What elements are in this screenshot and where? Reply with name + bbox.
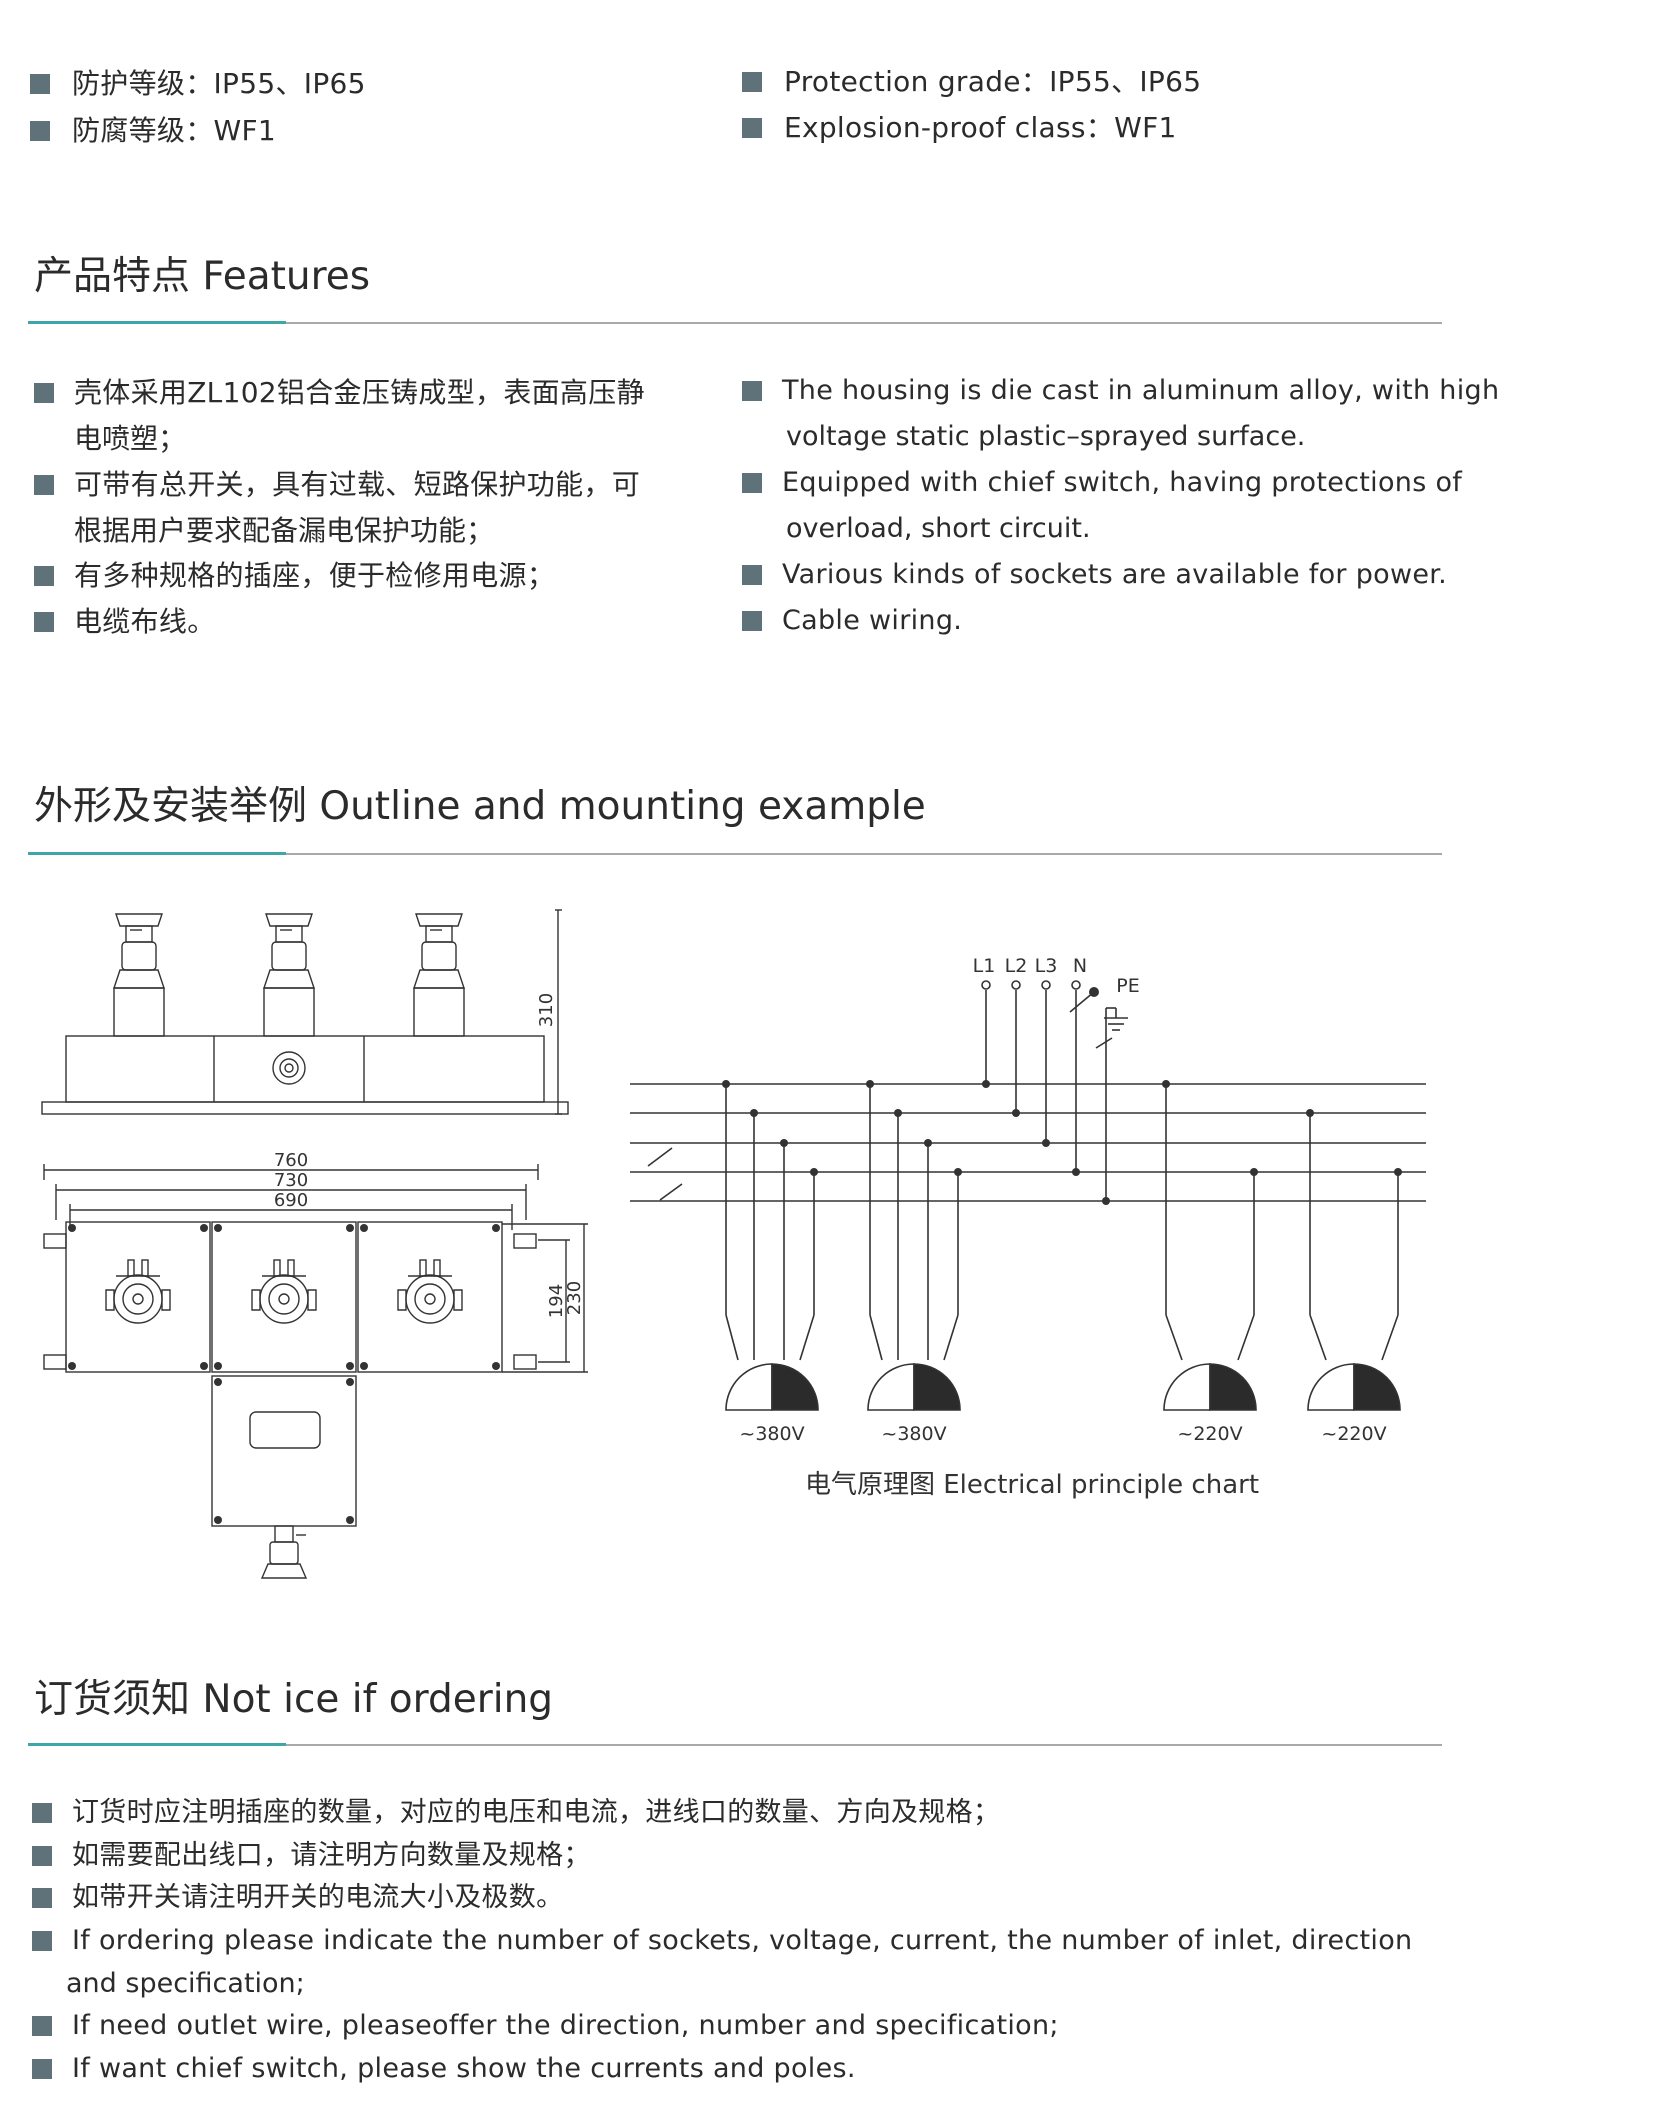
bullet-square-icon [34, 475, 54, 495]
terminal-label-l2: L2 [1005, 955, 1028, 977]
electrical-principle-chart: L1 L2 L3 N PE ~380V ~380V ~220V ~220V 电气… [630, 955, 1426, 1500]
chart-caption: 电气原理图 Electrical principle chart [805, 1470, 1259, 1500]
ordering-item-6: If want chief switch, please show the cu… [72, 2053, 856, 2084]
socket-voltage-4: ~220V [1321, 1423, 1386, 1445]
top-view-drawing: 760 730 690 194 230 [43, 1150, 588, 1579]
section-divider [28, 322, 1442, 324]
socket-top-1 [105, 1259, 171, 1324]
socket-symbol-3 [1163, 1363, 1257, 1411]
bullet-square-icon [32, 2016, 52, 2036]
socket-voltage-1: ~380V [739, 1423, 804, 1445]
spec-explosion-en: Explosion-proof class：WF1 [784, 111, 1177, 144]
bullet-square-icon [32, 1803, 52, 1823]
socket-top-2 [251, 1259, 317, 1324]
socket-side-1 [113, 913, 165, 1037]
terminal-label-l3: L3 [1035, 955, 1058, 977]
dim-height-230: 230 [564, 1281, 585, 1315]
feature-en-3: Various kinds of sockets are available f… [782, 559, 1448, 590]
ordering-item-5: If need outlet wire, pleaseoffer the dir… [72, 2010, 1059, 2041]
section-divider [28, 853, 1442, 855]
ordering-item-1: 订货时应注明插座的数量，对应的电压和电流，进线口的数量、方向及规格； [72, 1797, 1001, 1828]
bullet-square-icon [742, 381, 762, 401]
dim-height-194: 194 [546, 1284, 567, 1318]
terminal-label-pe: PE [1116, 975, 1139, 997]
spec-anticorrosion-cn: 防腐等级：WF1 [72, 114, 277, 147]
spec-protection-cn: 防护等级：IP55、IP65 [72, 67, 366, 100]
socket-symbol-1 [725, 1363, 819, 1411]
section-divider-accent [28, 321, 286, 324]
bullet-square-icon [32, 2059, 52, 2079]
feature-cn-3: 有多种规格的插座，便于检修用电源； [74, 559, 556, 592]
ordering-item-4-line2: and specification; [66, 1968, 305, 1999]
feature-cn-2-line1: 可带有总开关，具有过载、短路保护功能，可 [74, 468, 641, 501]
socket-side-2 [263, 913, 315, 1037]
bullet-square-icon [32, 1888, 52, 1908]
socket-symbol-2 [867, 1363, 961, 1411]
outline-title: 外形及安装举例 Outline and mounting example [34, 784, 926, 829]
socket-voltage-3: ~220V [1177, 1423, 1242, 1445]
socket-symbol-4 [1307, 1363, 1401, 1411]
side-view-drawing: 310 [41, 909, 569, 1115]
bullet-square-icon [742, 565, 762, 585]
bullet-square-icon [34, 566, 54, 586]
feature-cn-1-line1: 壳体采用ZL102铝合金压铸成型，表面高压静 [74, 376, 645, 409]
dim-width-730: 730 [274, 1170, 308, 1191]
bullet-square-icon [742, 72, 762, 92]
bullet-square-icon [34, 612, 54, 632]
section-divider [28, 1744, 1442, 1746]
bullet-square-icon [32, 1931, 52, 1951]
feature-cn-2-line2: 根据用户要求配备漏电保护功能； [74, 514, 495, 547]
bullet-square-icon [742, 473, 762, 493]
feature-en-4: Cable wiring. [782, 605, 963, 636]
dim-width-760: 760 [274, 1150, 308, 1171]
bullet-square-icon [30, 74, 50, 94]
socket-top-3 [397, 1259, 463, 1324]
terminal-label-l1: L1 [973, 955, 996, 977]
section-divider-accent [28, 852, 286, 855]
bullet-square-icon [742, 118, 762, 138]
socket-side-3 [413, 913, 465, 1037]
bullet-square-icon [30, 121, 50, 141]
feature-en-1-line2: voltage static plastic–sprayed surface. [786, 421, 1306, 452]
dim-height-label: 310 [536, 993, 557, 1027]
bullet-square-icon [742, 611, 762, 631]
features-title: 产品特点 Features [34, 254, 371, 299]
dim-width-690: 690 [274, 1190, 308, 1211]
terminal-label-n: N [1073, 955, 1087, 977]
feature-en-2-line1: Equipped with chief switch, having prote… [782, 467, 1463, 498]
ordering-item-3: 如带开关请注明开关的电流大小及极数。 [72, 1882, 564, 1913]
ordering-item-2: 如需要配出线口，请注明方向数量及规格； [72, 1840, 591, 1871]
feature-en-1-line1: The housing is die cast in aluminum allo… [782, 375, 1500, 406]
spec-protection-en: Protection grade：IP55、IP65 [784, 65, 1202, 98]
bullet-square-icon [34, 383, 54, 403]
feature-en-2-line2: overload, short circuit. [786, 513, 1091, 544]
socket-voltage-2: ~380V [881, 1423, 946, 1445]
ordering-title: 订货须知 Not ice if ordering [34, 1677, 554, 1722]
feature-cn-4: 电缆布线。 [74, 605, 216, 638]
section-divider-accent [28, 1743, 286, 1746]
feature-cn-1-line2: 电喷塑； [74, 422, 187, 455]
ordering-item-4-line1: If ordering please indicate the number o… [72, 1925, 1413, 1956]
bullet-square-icon [32, 1846, 52, 1866]
